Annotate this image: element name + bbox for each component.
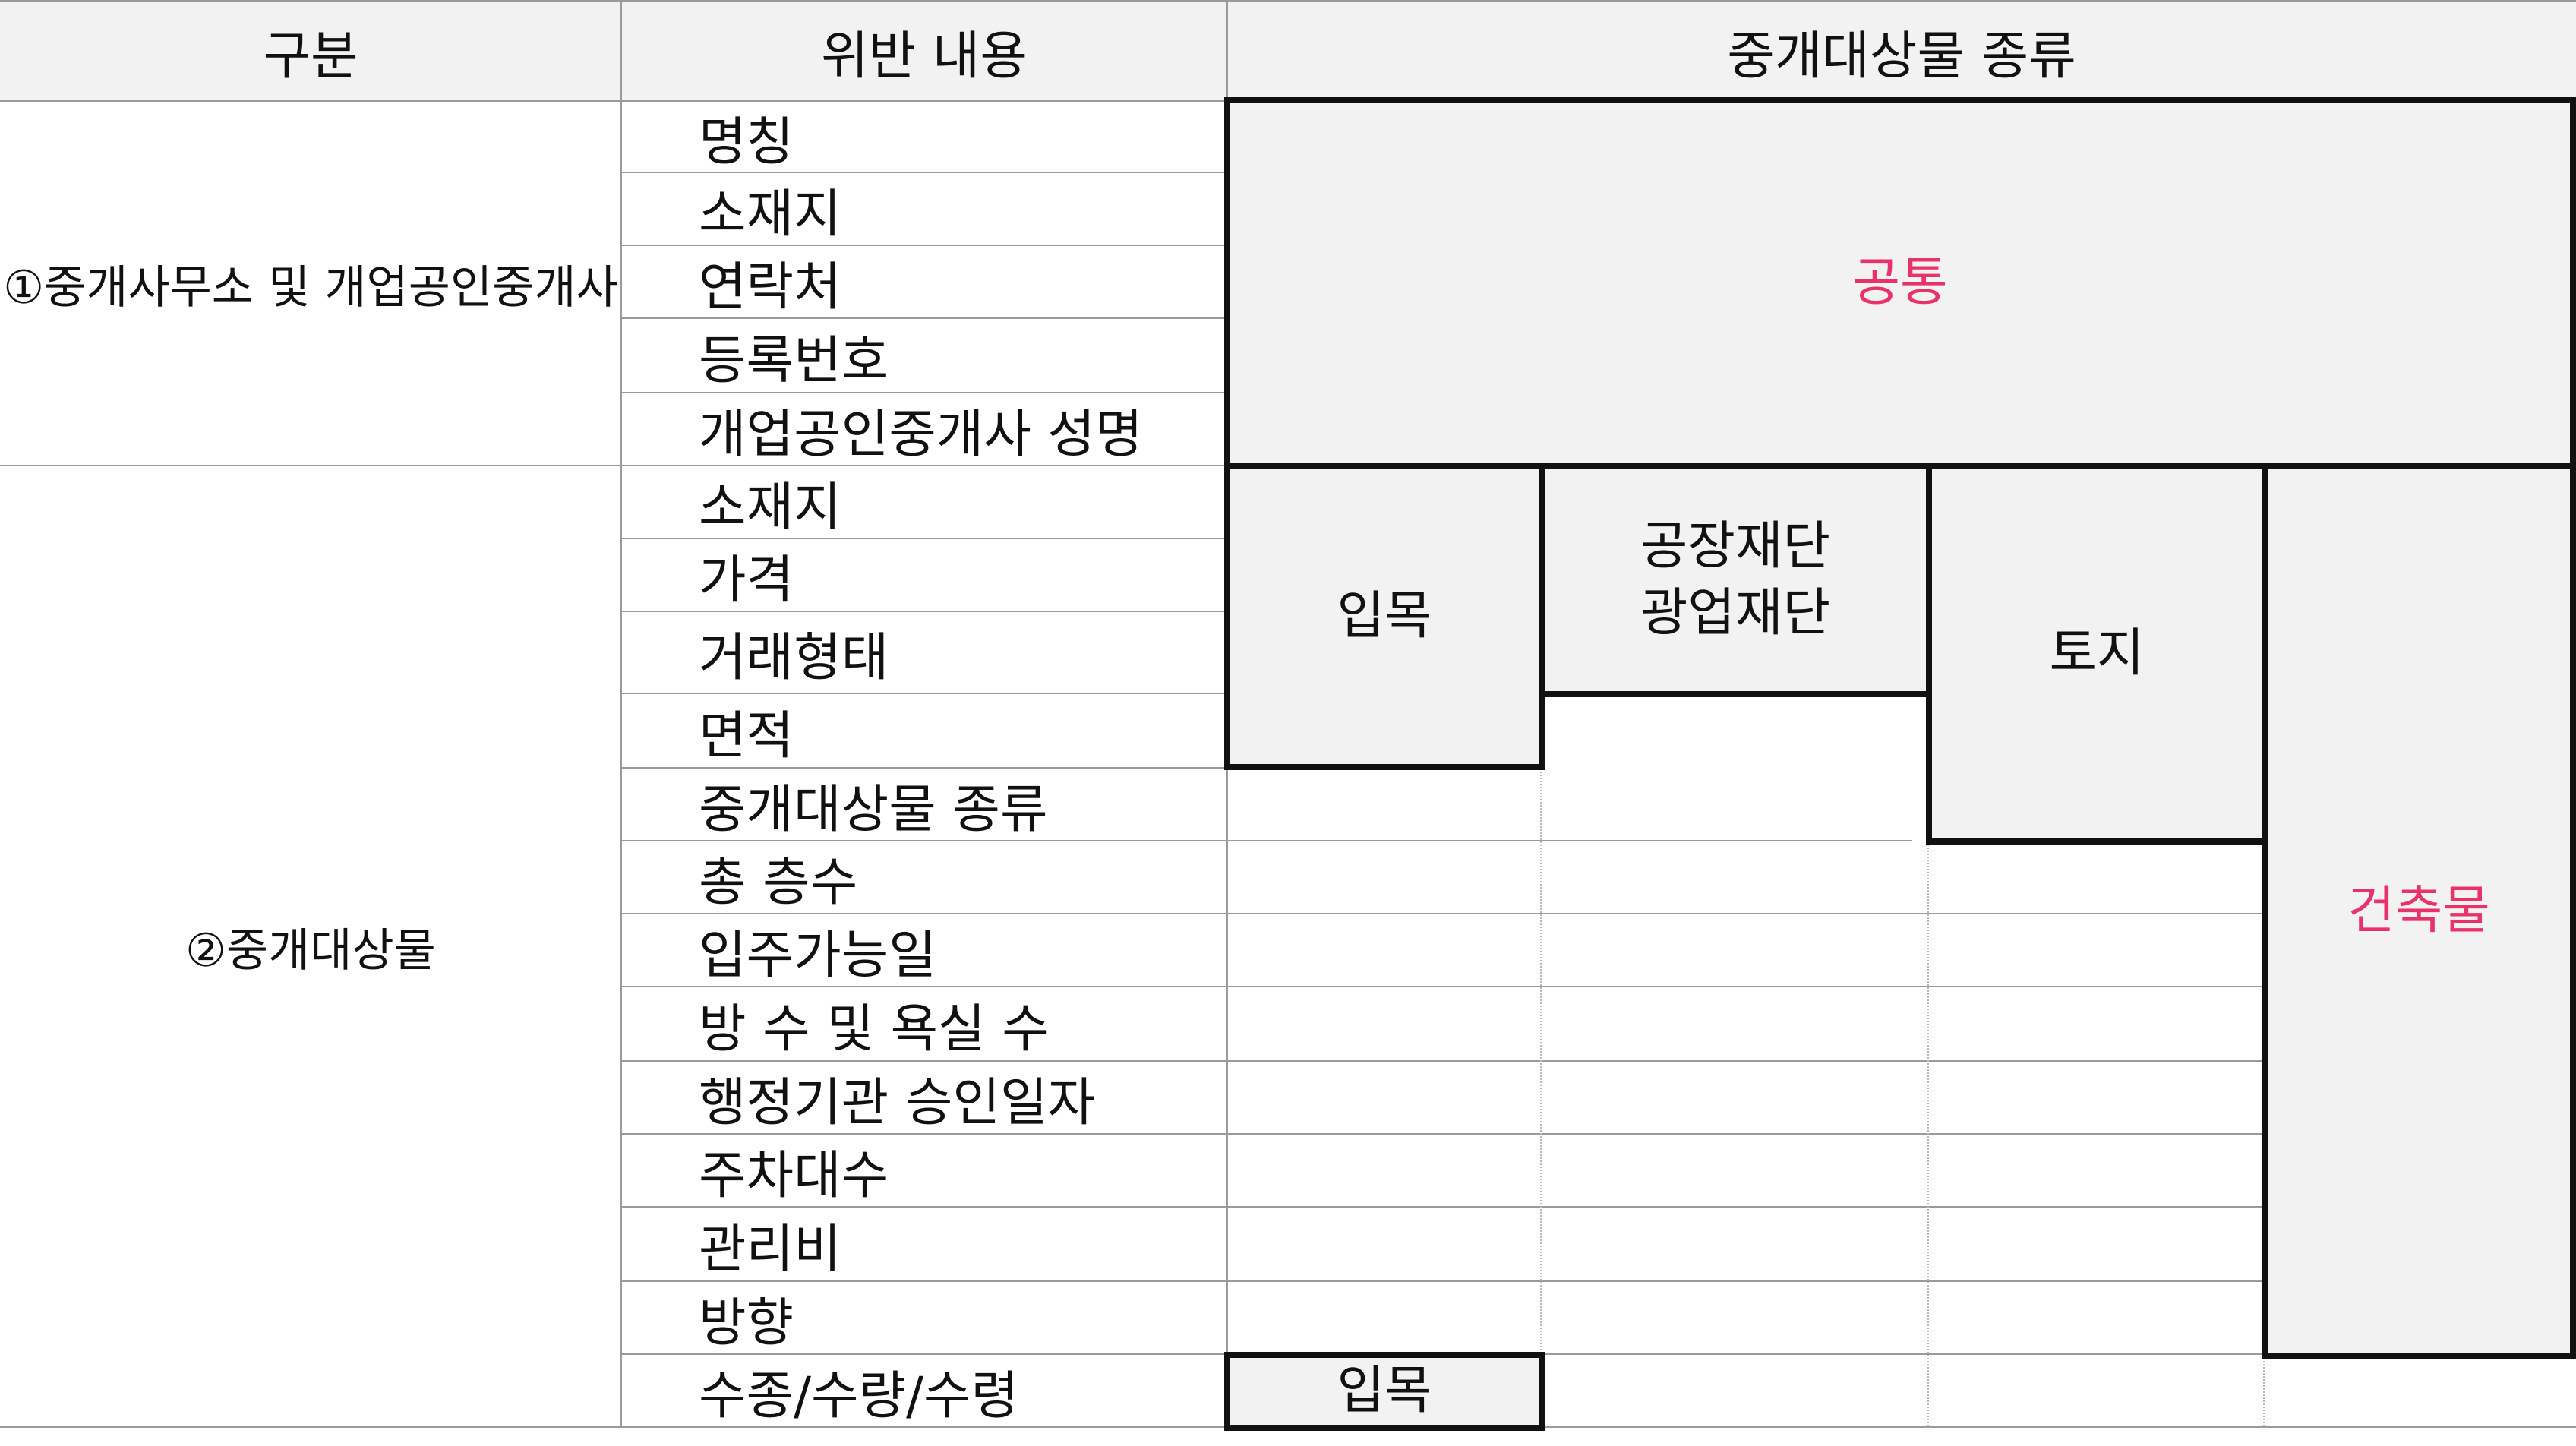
- item-label: 주차대수: [699, 1145, 889, 1206]
- header-category: 구분: [0, 0, 621, 102]
- header-category-label: 구분: [263, 26, 358, 87]
- category-office-label: ①중개사무소 및 개업공인중개사: [3, 260, 618, 314]
- row-line: [621, 317, 1227, 319]
- item-label: 연락처: [699, 257, 841, 317]
- category-office: ①중개사무소 및 개업공인중개사: [0, 102, 621, 465]
- item-label: 명칭: [699, 112, 794, 172]
- row-line: [621, 840, 1912, 841]
- box-forest: 입목: [1224, 463, 1545, 770]
- type-col-dotted: [1927, 841, 1929, 1426]
- type-col-dotted: [1540, 769, 1542, 1426]
- item-label: 소재지: [699, 477, 841, 538]
- row-line: [621, 172, 1227, 173]
- row-line: [621, 1133, 2262, 1135]
- header-violation: 위반 내용: [621, 0, 1227, 102]
- header-types: 중개대상물 종류: [1227, 0, 2576, 102]
- row-line: [621, 1060, 2262, 1062]
- item-label: 방 수 및 욕실 수: [699, 999, 1050, 1059]
- box-common-label: 공통: [1852, 252, 1948, 313]
- item-label: 등록번호: [699, 330, 889, 391]
- category-property-label: ②중개대상물: [185, 923, 436, 977]
- item-label: 개업공인중개사 성명: [699, 404, 1143, 465]
- item-label: 입주가능일: [699, 925, 936, 986]
- box-foundation-line2: 광업재단: [1640, 583, 1831, 643]
- header-bottom-line: [0, 100, 1227, 102]
- box-foundation-line1: 공장재단: [1640, 516, 1831, 576]
- item-label: 총 층수: [699, 852, 858, 913]
- row-line: [621, 1280, 2262, 1282]
- row-line: [621, 1353, 2576, 1355]
- item-label: 가격: [699, 550, 794, 611]
- col-divider-1: [620, 0, 622, 1428]
- top-border: [0, 0, 2576, 2]
- box-forest-bottom: 입목: [1224, 1352, 1545, 1431]
- item-label: 방향: [699, 1293, 794, 1353]
- row-line: [621, 1206, 2262, 1208]
- row-line: [621, 392, 1227, 393]
- item-label: 중개대상물 종류: [699, 779, 1048, 840]
- item-label: 관리비: [699, 1219, 841, 1280]
- box-building-label: 건축물: [2347, 880, 2490, 941]
- row-line: [621, 693, 1227, 694]
- box-forest-bottom-label: 입목: [1337, 1360, 1432, 1421]
- category-property: ②중개대상물: [0, 466, 621, 1426]
- box-common: 공통: [1224, 97, 2576, 469]
- row-line: [621, 538, 1227, 539]
- item-label: 소재지: [699, 184, 841, 245]
- item-label: 수종/수량/수령: [699, 1365, 1019, 1426]
- row-line: [621, 611, 1227, 612]
- item-label: 행정기관 승인일자: [699, 1072, 1096, 1133]
- box-foundation: 공장재단 광업재단: [1539, 463, 1932, 697]
- box-land: 토지: [1926, 463, 2268, 845]
- header-types-label: 중개대상물 종류: [1727, 26, 2076, 87]
- group-divider: [0, 465, 1227, 466]
- box-forest-label: 입목: [1337, 586, 1432, 646]
- item-label: 면적: [699, 706, 794, 766]
- type-col-dotted: [2263, 1355, 2265, 1426]
- item-label: 거래형태: [699, 627, 889, 688]
- row-line: [621, 986, 2262, 987]
- row-line: [621, 767, 1227, 769]
- box-land-label: 토지: [2049, 623, 2145, 684]
- header-violation-label: 위반 내용: [821, 26, 1028, 87]
- row-line: [621, 913, 2262, 914]
- box-building: 건축물: [2262, 463, 2576, 1359]
- row-line: [621, 245, 1227, 246]
